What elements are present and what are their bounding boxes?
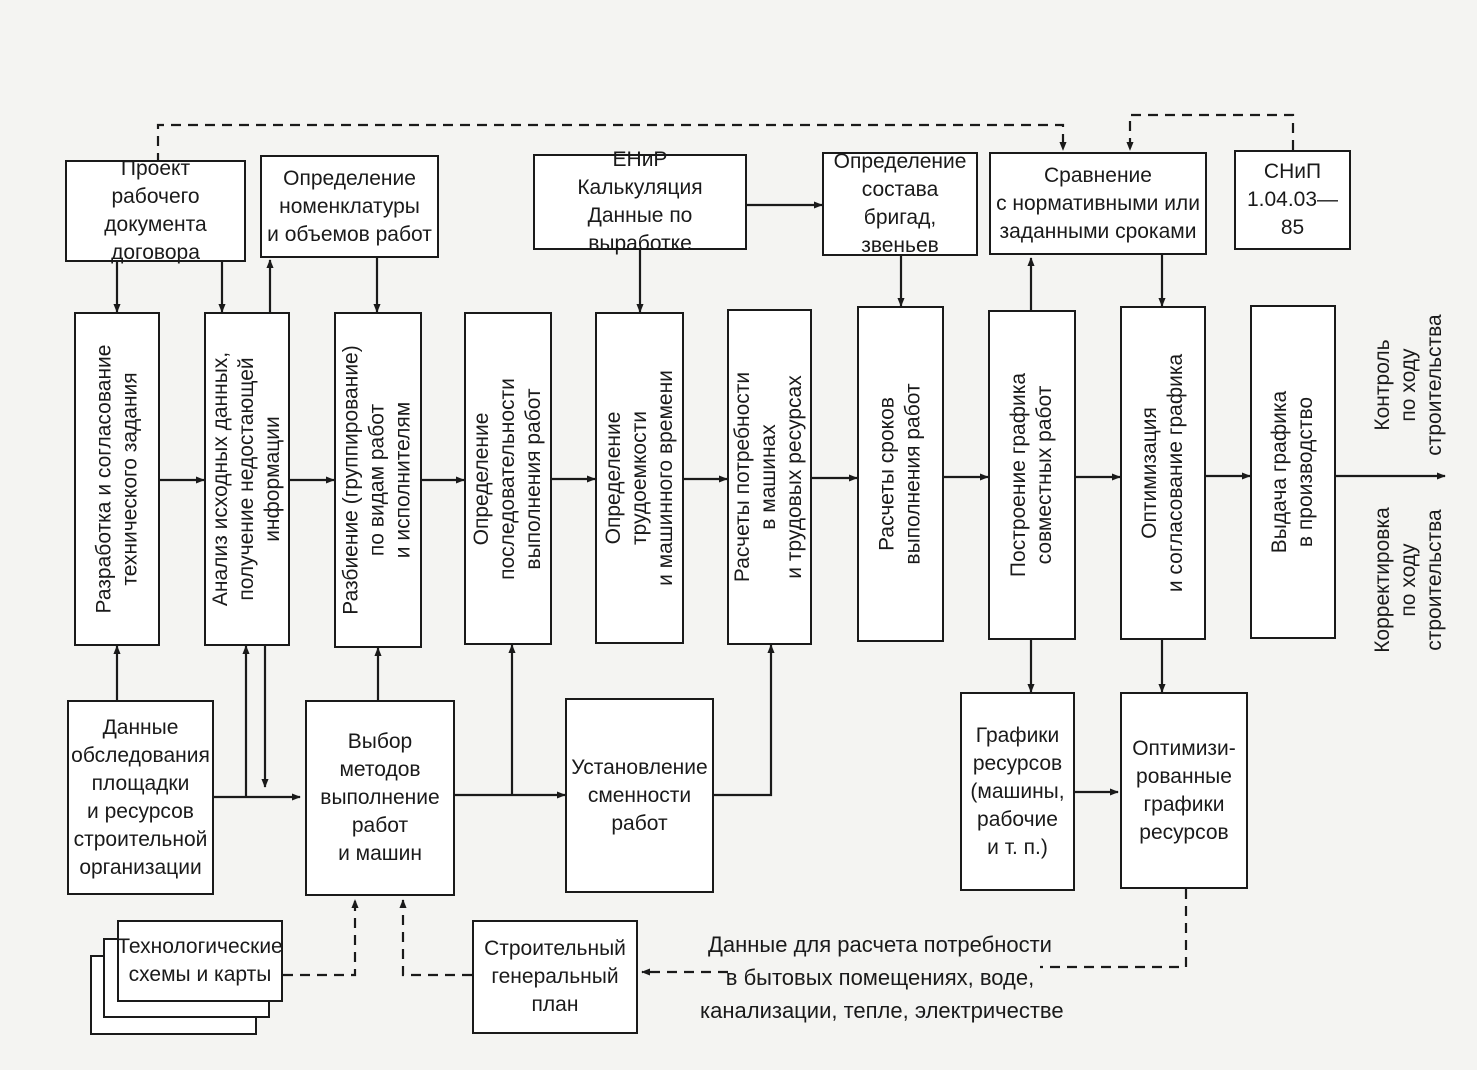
resource-needs-box: Расчеты потребности в машинах и трудовых… — [727, 309, 812, 645]
resource-graphs-box: Графики ресурсов (машины, рабочие и т. п… — [960, 692, 1075, 891]
joint-schedule-label: Построение графика совместных работ — [1007, 372, 1056, 578]
control-label: Контроль по ходу строительства — [1371, 314, 1446, 456]
work-breakdown-box: Разбиение (группирование) по видам работ… — [334, 312, 422, 648]
data-analysis-label: Анализ исходных данных, получение недост… — [209, 351, 284, 607]
snip-box: СНиП 1.04.03—85 — [1234, 150, 1351, 250]
tech-schemes-box: Технологические схемы и карты — [117, 920, 283, 1002]
correction-label: Корректировка по ходу строительства — [1371, 507, 1446, 653]
labor-intensity-label: Определение трудоемкости и машинного вре… — [601, 370, 677, 586]
resource-needs-label: Расчеты потребности в машинах и трудовых… — [731, 371, 807, 583]
project-documents-box: Проект рабочего документа договора — [65, 157, 246, 264]
labor-intensity-box: Определение трудоемкости и машинного вре… — [595, 312, 684, 644]
enir-box: ЕНиР Калькуляция Данные по выработке — [533, 148, 747, 255]
general-plan-box: Строительный генеральный план — [472, 920, 638, 1034]
technical-task-box: Разработка и согласование технического з… — [74, 312, 160, 646]
site-survey-box: Данные обследования площадки и ресурсов … — [67, 700, 214, 895]
utilities-data-note: Данные для расчета потребности в бытовых… — [700, 932, 1064, 1023]
brigades-composition-box: Определение состава бригад, звеньев — [822, 150, 978, 257]
schedule-release-box: Выдача графика в производство — [1250, 305, 1336, 639]
durations-box: Расчеты сроков выполнения работ — [857, 306, 944, 642]
joint-schedule-box: Построение графика совместных работ — [988, 310, 1076, 640]
shifts-box: Установление сменности работ — [565, 698, 714, 893]
technical-task-label: Разработка и согласование технического з… — [92, 344, 141, 614]
sequence-label: Определение последовательности выполнени… — [470, 377, 545, 580]
optimization-label: Оптимизация и согласование графика — [1138, 353, 1188, 593]
nomenclature-box: Определение номенклатуры и объемов работ — [260, 155, 439, 258]
schedule-release-label: Выдача графика в производство — [1268, 390, 1318, 554]
durations-label: Расчеты сроков выполнения работ — [875, 383, 925, 565]
optimized-graphs-box: Оптимизи- рованные графики ресурсов — [1120, 692, 1248, 889]
methods-selection-box: Выбор методов выполнение работ и машин — [305, 700, 455, 896]
optimization-box: Оптимизация и согласование графика — [1120, 306, 1206, 640]
comparison-box: Сравнение с нормативными или заданными с… — [989, 152, 1207, 255]
data-analysis-box: Анализ исходных данных, получение недост… — [204, 312, 290, 646]
sequence-box: Определение последовательности выполнени… — [464, 312, 552, 645]
work-breakdown-label: Разбиение (группирование) по видам работ… — [340, 345, 416, 615]
